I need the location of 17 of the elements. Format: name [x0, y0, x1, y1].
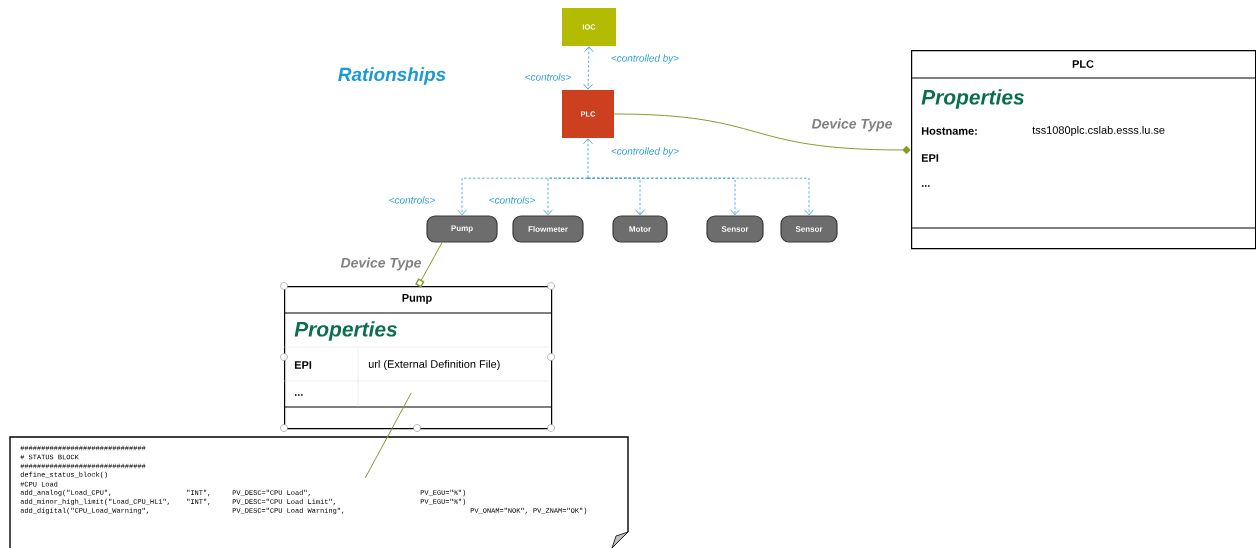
edge-label: <controlled by>: [609, 53, 681, 65]
connector: [587, 177, 814, 216]
connector: [415, 242, 443, 288]
properties-table: Pump Properties EPI url (External Definition File) ...: [283, 286, 553, 430]
connector: [364, 392, 412, 479]
connector: [543, 177, 589, 216]
edge-label: <controls>: [387, 195, 437, 205]
edge-label: Device Type: [339, 256, 423, 272]
properties-table: PLC Properties Hostname: tss1080plc.cslab.esss.lu.se EPI ...: [910, 50, 1256, 250]
relation-label: <controls>: [523, 72, 573, 82]
edge-label: <controls>: [487, 195, 537, 205]
connector: [583, 46, 594, 90]
edge-label: Device Type: [810, 117, 894, 133]
connector: [613, 113, 911, 155]
title: Rationships: [338, 67, 446, 85]
connector: [583, 138, 593, 179]
relation-label: <controlled by>: [609, 146, 681, 158]
